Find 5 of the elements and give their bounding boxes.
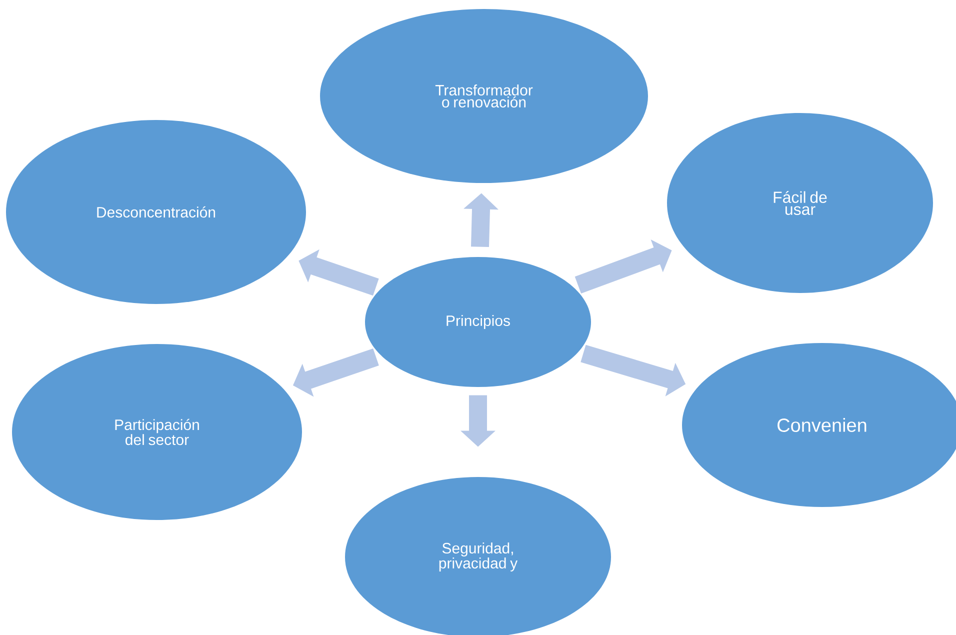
ellipse-node: Desconcentración [6, 120, 306, 304]
ellipse-node: Principios [365, 257, 591, 387]
ellipse-node: Transformador o renovación [320, 9, 648, 183]
ellipse-node: Participación del sector [12, 344, 302, 520]
ellipse-node: Fácil de usar [667, 113, 933, 293]
